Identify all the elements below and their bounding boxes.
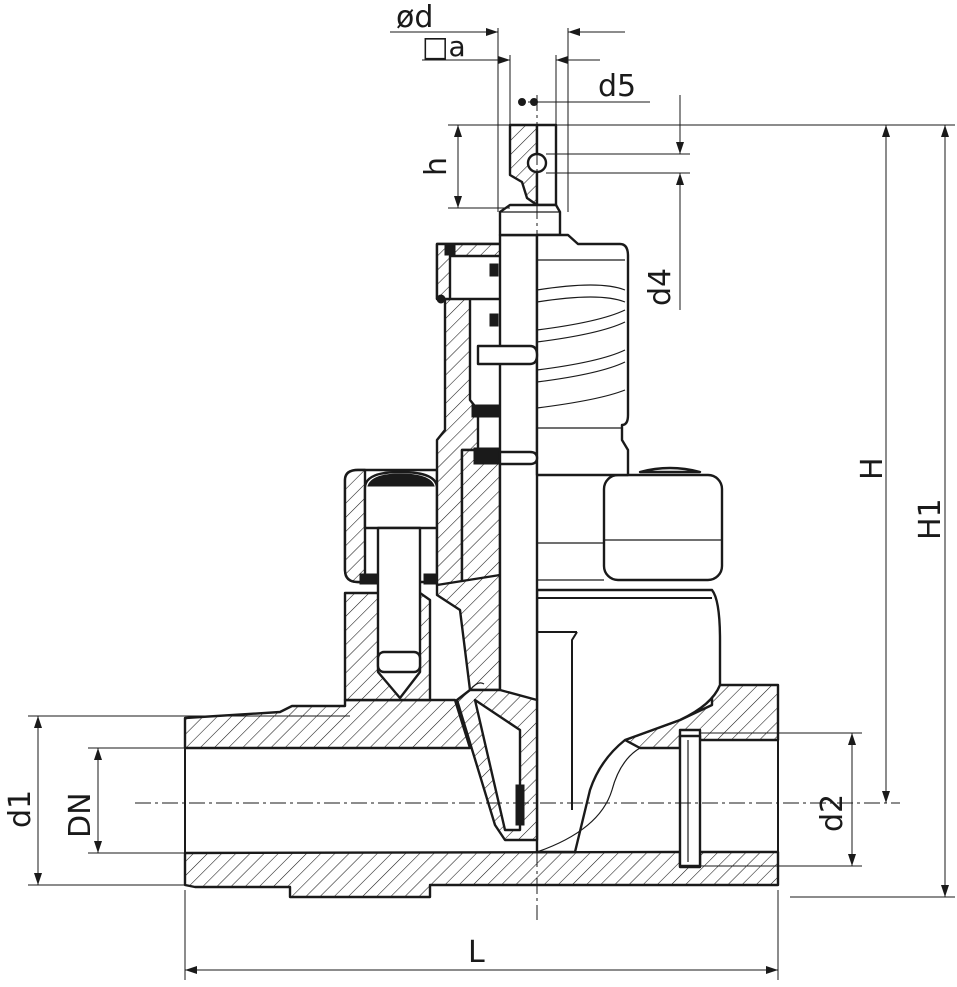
label-H: H (855, 457, 890, 480)
cap-ring-dot (436, 294, 446, 304)
bolt-head-top (367, 473, 435, 487)
thread-3 (536, 349, 626, 371)
label-a: □a (422, 30, 466, 63)
label-d1: d1 (3, 790, 38, 828)
d5-dot-right (530, 98, 538, 106)
oring-2 (489, 313, 499, 327)
label-DN: DN (63, 792, 98, 838)
wedge (455, 682, 539, 842)
bonnet-lower-ring (435, 573, 502, 692)
right-nut (602, 466, 724, 582)
label-d2: d2 (815, 794, 850, 832)
dimension-labels: ød □a d5 h d4 H H1 d1 DN d2 L (3, 0, 948, 970)
socket-insert-ring (678, 734, 702, 868)
bolt-cap-left-section (343, 468, 367, 584)
left-spigot-top-wall (183, 698, 472, 750)
thread-2 (536, 309, 626, 331)
bonnet-bolt (343, 468, 447, 700)
thread-2b (536, 321, 626, 343)
label-h: h (419, 157, 454, 176)
label-H1: H1 (913, 498, 948, 540)
label-L: L (468, 935, 485, 970)
stem-sleeve (535, 233, 630, 477)
bolt-thread-end (376, 650, 422, 674)
nut-dome (638, 466, 702, 474)
wedge-inner (473, 698, 522, 832)
thrust-washer (471, 404, 501, 418)
stem-body (498, 233, 539, 702)
bonnet-neck (460, 448, 502, 587)
stem-pin-lower (498, 450, 539, 466)
d5-dot-left (518, 98, 526, 106)
wedge-hook (469, 682, 485, 691)
cavity-curve (536, 747, 641, 853)
bolt-washer-left (359, 573, 379, 585)
oring-1 (489, 263, 499, 277)
nut-body (602, 473, 724, 582)
stem-collar (498, 203, 562, 237)
thread-4 (536, 389, 626, 409)
thread-1 (536, 284, 626, 291)
wedge-guide (571, 631, 578, 810)
thread-1b (536, 296, 626, 303)
wedge-seal (515, 784, 525, 826)
stem-pin (476, 344, 539, 366)
thread-3b (536, 361, 626, 383)
stem-seal-black (473, 447, 503, 465)
bonnet (435, 242, 504, 692)
label-d4: d4 (643, 268, 678, 306)
label-od: ød (396, 0, 433, 35)
stem (476, 123, 630, 702)
cap-seal (444, 244, 456, 256)
dimensions (28, 28, 955, 980)
label-d5: d5 (598, 69, 636, 104)
bonnet-flange-right (535, 588, 722, 854)
